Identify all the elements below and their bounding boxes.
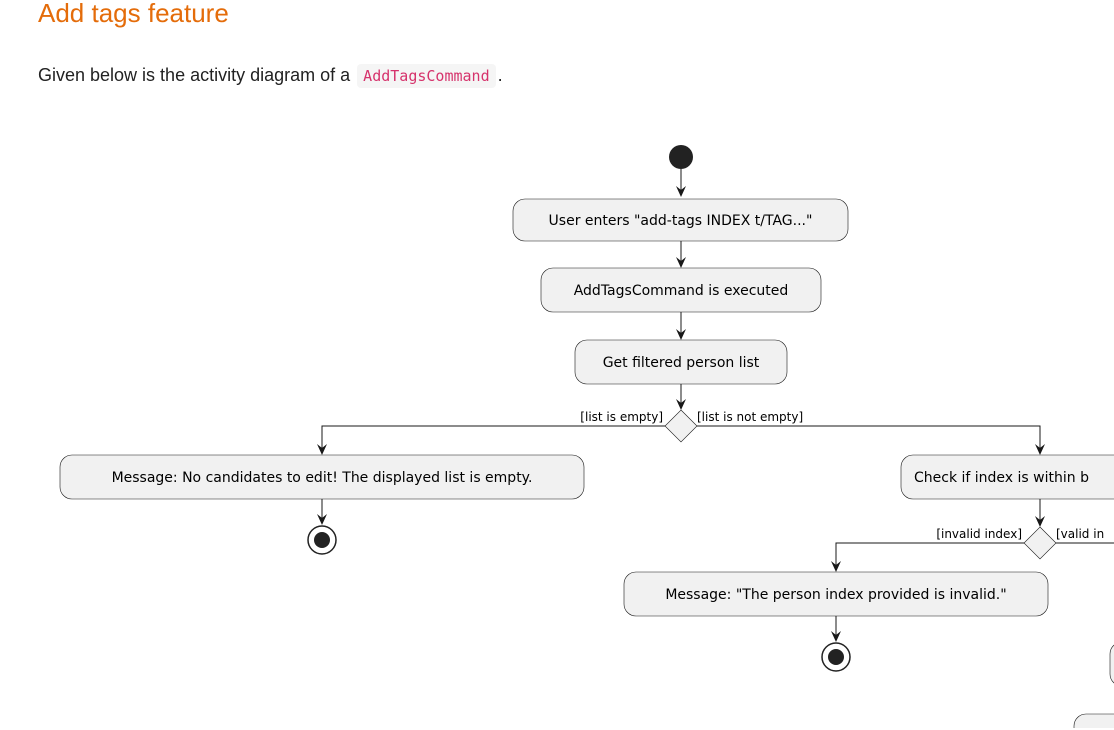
action-message-empty-list-label: Message: No candidates to edit! The disp… xyxy=(112,470,533,486)
action-command-executed: AddTagsCommand is executed xyxy=(540,267,822,313)
arrowhead-icon xyxy=(676,399,686,410)
action-message-invalid-index: Message: "The person index provided is i… xyxy=(623,571,1049,617)
action-user-enters-label: User enters "add-tags INDEX t/TAG..." xyxy=(549,213,813,229)
arrowhead-icon xyxy=(831,631,841,642)
action-command-executed-label: AddTagsCommand is executed xyxy=(574,283,789,299)
action-offscreen-right xyxy=(1109,644,1114,684)
arrowhead-icon xyxy=(676,186,686,197)
edge-decision-to-invalid-message xyxy=(835,542,1024,568)
guard-list-empty: [list is empty] xyxy=(580,410,663,424)
action-get-filtered-list-label: Get filtered person list xyxy=(603,355,760,371)
arrowhead-icon xyxy=(317,514,327,525)
arrowhead-icon xyxy=(317,444,327,455)
section-heading: Add tags feature xyxy=(38,0,229,28)
edge-decision-to-check-index xyxy=(697,425,1041,451)
action-check-index-label: Check if index is within b xyxy=(914,470,1089,486)
decision-list-empty xyxy=(664,409,698,443)
action-get-filtered-list: Get filtered person list xyxy=(574,339,788,385)
action-check-index: Check if index is within b xyxy=(900,454,1114,500)
intro-period: . xyxy=(497,65,503,85)
arrowhead-icon xyxy=(1035,516,1045,527)
action-user-enters: User enters "add-tags INDEX t/TAG..." xyxy=(512,198,849,242)
arrowhead-icon xyxy=(676,257,686,268)
intro-paragraph: Given below is the activity diagram of a… xyxy=(38,61,503,90)
inline-code: AddTagsCommand xyxy=(357,64,496,88)
intro-text: Given below is the activity diagram of a xyxy=(38,65,351,85)
end-node xyxy=(307,525,337,555)
arrowhead-icon xyxy=(1035,444,1045,455)
action-offscreen-bottom xyxy=(1073,713,1114,728)
guard-invalid-index: [invalid index] xyxy=(936,527,1022,541)
action-message-invalid-index-label: Message: "The person index provided is i… xyxy=(665,587,1006,603)
decision-valid-index xyxy=(1023,526,1057,560)
action-message-empty-list: Message: No candidates to edit! The disp… xyxy=(59,454,585,500)
end-node xyxy=(821,642,851,672)
start-node xyxy=(669,145,693,169)
guard-list-not-empty: [list is not empty] xyxy=(697,410,803,424)
arrowhead-icon xyxy=(831,561,841,572)
guard-valid-index: [valid in xyxy=(1056,527,1104,541)
edge-decision-to-empty-message xyxy=(321,425,665,451)
arrowhead-icon xyxy=(676,329,686,340)
